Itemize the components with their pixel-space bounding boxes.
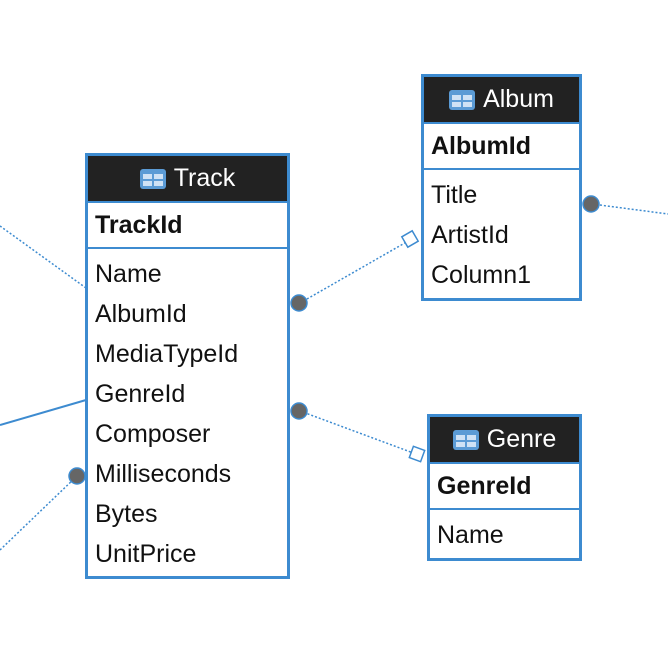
primary-key-field[interactable]: AlbumId bbox=[424, 124, 579, 170]
relationship-line-track-genre bbox=[299, 410, 417, 455]
relationship-line-track-album bbox=[299, 239, 411, 304]
relationship-line-album-offscreen bbox=[591, 203, 668, 215]
relationship-end-dot bbox=[290, 294, 308, 312]
relationship-end-diamond bbox=[408, 445, 426, 463]
field-row[interactable]: UnitPrice bbox=[95, 540, 197, 568]
table-icon bbox=[452, 429, 479, 450]
primary-key-field[interactable]: GenreId bbox=[430, 464, 579, 510]
field-row[interactable]: Milliseconds bbox=[95, 460, 232, 488]
field-row[interactable]: MediaTypeId bbox=[95, 340, 239, 368]
field-row[interactable]: Composer bbox=[95, 420, 211, 448]
table-title: Album bbox=[483, 85, 554, 113]
table-album[interactable]: Album AlbumId Title ArtistId Column1 bbox=[421, 74, 582, 301]
table-header[interactable]: Track bbox=[88, 156, 287, 203]
relationship-line-offscreen-2 bbox=[0, 399, 87, 426]
field-row[interactable]: Name bbox=[95, 260, 162, 288]
relationship-end-diamond bbox=[400, 229, 420, 249]
field-row[interactable]: Bytes bbox=[95, 500, 158, 528]
field-row[interactable]: Name bbox=[437, 521, 504, 549]
table-genre[interactable]: Genre GenreId Name bbox=[427, 414, 582, 561]
relationship-end-dot bbox=[582, 195, 600, 213]
table-header[interactable]: Album bbox=[424, 77, 579, 124]
table-track[interactable]: Track TrackId Name AlbumId MediaTypeId G… bbox=[85, 153, 290, 579]
relationship-end-dot bbox=[290, 402, 308, 420]
table-icon bbox=[139, 168, 166, 189]
field-row[interactable]: Title bbox=[431, 181, 478, 209]
table-header[interactable]: Genre bbox=[430, 417, 579, 464]
relationship-end-dot bbox=[68, 467, 86, 485]
table-title: Track bbox=[173, 164, 236, 192]
table-icon bbox=[449, 89, 476, 110]
field-row[interactable]: Column1 bbox=[431, 261, 532, 289]
relationship-line-offscreen-3 bbox=[0, 475, 78, 551]
field-row[interactable]: GenreId bbox=[95, 380, 186, 408]
table-title: Genre bbox=[486, 425, 557, 453]
field-row[interactable]: ArtistId bbox=[431, 221, 509, 249]
primary-key-field[interactable]: TrackId bbox=[88, 203, 287, 249]
field-row[interactable]: AlbumId bbox=[95, 300, 187, 328]
relationship-line-offscreen-1 bbox=[0, 225, 87, 289]
